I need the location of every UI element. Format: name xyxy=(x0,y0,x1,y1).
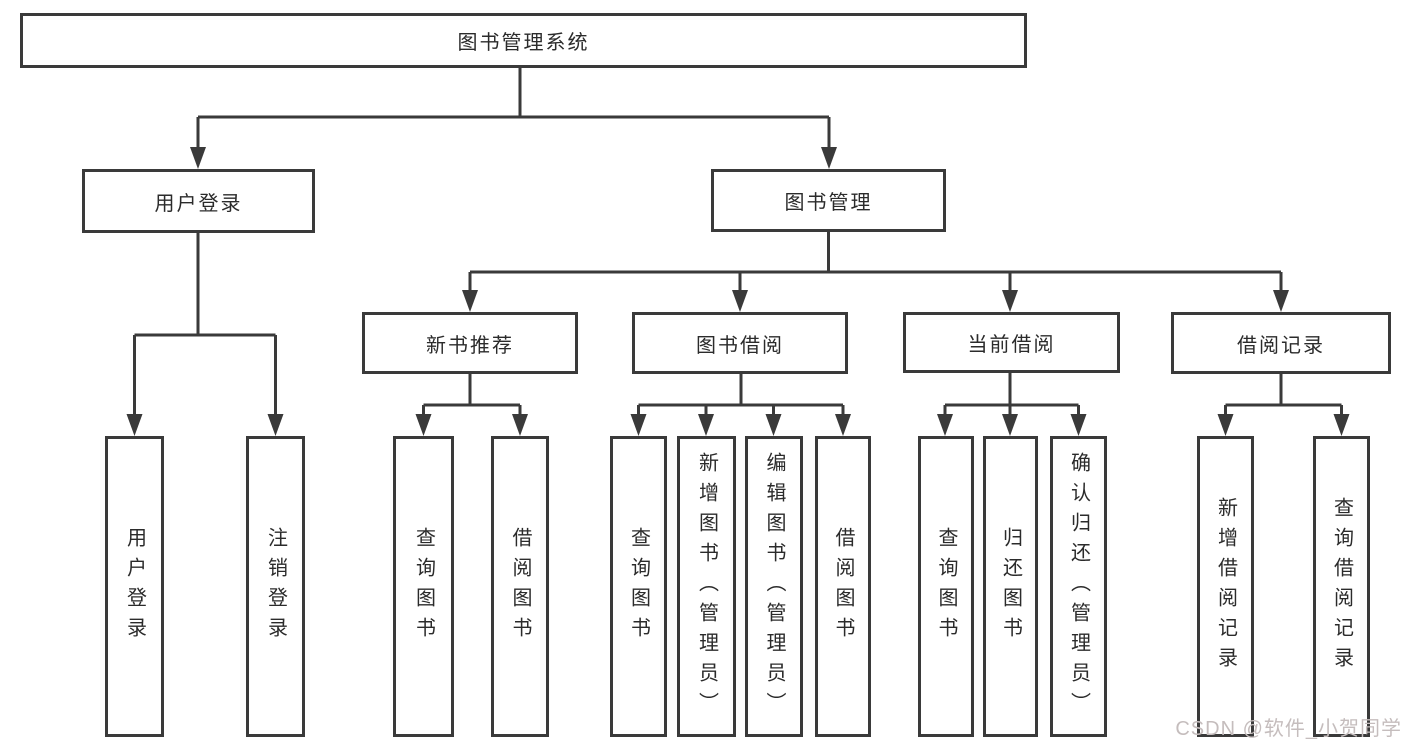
arrow-head xyxy=(937,414,953,436)
leaf-query-books-current: 查询图书 xyxy=(918,436,974,737)
arrow-head xyxy=(630,414,647,436)
leaf-return-books: 归还图书 xyxy=(983,436,1038,737)
arrow-head xyxy=(126,414,143,436)
arrow-head xyxy=(1333,414,1350,436)
leaf-edit-books-admin: 编辑图书（管理员） xyxy=(745,436,803,737)
arrow-head xyxy=(190,147,206,169)
arrow-head xyxy=(1002,290,1018,312)
node-borrowing-records: 借阅记录 xyxy=(1171,312,1391,374)
arrow-head xyxy=(821,147,837,169)
leaf-label: 查询图书 xyxy=(412,526,435,647)
leaf-label: 确认归还（管理员） xyxy=(1067,451,1090,722)
leaf-borrow-books: 借阅图书 xyxy=(815,436,871,737)
leaf-label: 查询图书 xyxy=(935,526,957,647)
leaf-label: 新增图书（管理员） xyxy=(695,451,718,722)
node-label: 图书管理 xyxy=(784,192,873,214)
node-new-book-recommendation: 新书推荐 xyxy=(362,312,578,374)
arrow-head xyxy=(765,414,782,436)
arrow-head xyxy=(835,414,851,436)
leaf-add-books-admin: 新增图书（管理员） xyxy=(677,436,736,737)
leaf-query-books-recommend: 查询图书 xyxy=(393,436,454,737)
leaf-label: 归还图书 xyxy=(999,526,1022,647)
arrow-head xyxy=(732,290,748,312)
node-label: 新书推荐 xyxy=(426,334,514,357)
leaf-label: 编辑图书（管理员） xyxy=(763,451,785,722)
node-label: 当前借阅 xyxy=(967,334,1056,356)
leaf-label: 注销登录 xyxy=(264,526,287,647)
node-label: 用户登录 xyxy=(154,192,243,215)
arrow-head xyxy=(1273,290,1289,312)
leaf-confirm-return-admin: 确认归还（管理员） xyxy=(1050,436,1107,737)
leaf-logout-login: 注销登录 xyxy=(246,436,305,737)
node-label: 图书管理系统 xyxy=(457,32,590,54)
node-user-login: 用户登录 xyxy=(82,169,315,233)
arrow-head xyxy=(415,414,432,436)
leaf-label: 用户登录 xyxy=(123,526,146,647)
leaf-label: 借阅图书 xyxy=(832,526,854,647)
watermark: CSDN @软件_小贺同学 xyxy=(1175,718,1402,740)
leaf-add-borrow-record: 新增借阅记录 xyxy=(1197,436,1254,737)
arrow-head xyxy=(1070,414,1087,436)
arrow-head xyxy=(462,290,478,312)
leaf-label: 查询图书 xyxy=(627,526,650,647)
leaf-query-books-borrow: 查询图书 xyxy=(610,436,667,737)
leaf-label: 借阅图书 xyxy=(509,526,531,647)
arrow-head xyxy=(1002,414,1018,436)
node-book-management: 图书管理 xyxy=(711,169,946,232)
node-label: 借阅记录 xyxy=(1237,334,1325,357)
arrow-head xyxy=(512,414,528,436)
arrow-head xyxy=(267,414,284,436)
node-root: 图书管理系统 xyxy=(20,13,1027,68)
node-book-borrowing: 图书借阅 xyxy=(632,312,848,374)
leaf-borrow-books-recommend: 借阅图书 xyxy=(491,436,549,737)
arrow-head xyxy=(1217,414,1234,436)
leaf-label: 查询借阅记录 xyxy=(1330,496,1353,677)
node-current-borrowing: 当前借阅 xyxy=(903,312,1120,373)
node-label: 图书借阅 xyxy=(696,334,784,357)
leaf-label: 新增借阅记录 xyxy=(1214,496,1237,677)
arrow-head xyxy=(698,414,714,436)
leaf-user-login: 用户登录 xyxy=(105,436,164,737)
leaf-query-borrow-record: 查询借阅记录 xyxy=(1313,436,1370,737)
